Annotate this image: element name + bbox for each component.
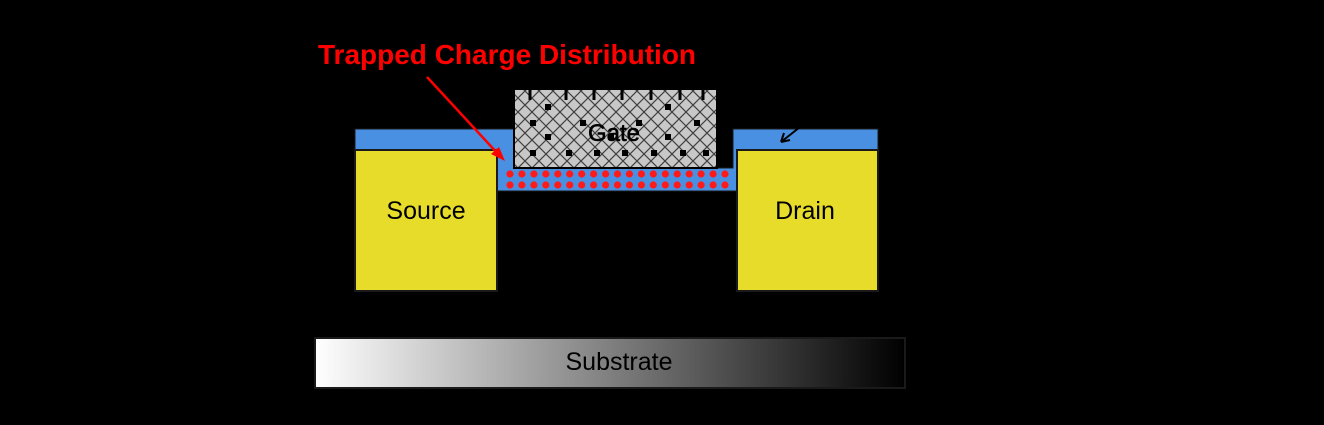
trapped-charge <box>530 181 538 189</box>
trapped-charge <box>625 170 634 178</box>
trapped-charge-dots <box>506 170 729 189</box>
trapped-charge <box>709 170 717 178</box>
annotation-arrow-head <box>491 147 505 161</box>
trapped-charge <box>602 170 610 178</box>
trapped-charge <box>709 181 717 189</box>
trapped-charge <box>554 181 562 189</box>
gate-label: Gate <box>588 120 640 147</box>
trapped-charge <box>578 181 586 189</box>
trapped-charge <box>554 170 562 178</box>
substrate-label: Substrate <box>565 348 672 376</box>
trapped-charge <box>578 170 586 178</box>
trapped-charge <box>613 170 622 178</box>
trapped-charge <box>530 170 538 178</box>
trapped-charge <box>625 181 634 189</box>
trapped-charge <box>637 181 646 189</box>
trapped-charge <box>602 181 610 189</box>
trapped-charge <box>661 181 669 189</box>
trapped-charge <box>697 170 705 178</box>
gate-contact-ticks <box>528 89 705 100</box>
source-region <box>354 149 498 292</box>
source-label: Source <box>386 197 465 225</box>
trapped-charge <box>721 181 729 189</box>
substrate <box>314 337 906 389</box>
trapped-charge <box>661 170 669 178</box>
gate-dopant-dots <box>530 104 709 156</box>
trapped-charge <box>566 181 574 189</box>
drain-region <box>736 149 879 292</box>
trapped-charge <box>518 181 526 189</box>
trapped-charge <box>649 181 657 189</box>
trapped-charge <box>697 181 705 189</box>
trapped-charge <box>542 181 550 189</box>
trapped-charge <box>649 170 657 178</box>
trapped-charge <box>613 181 622 189</box>
trapped-charge <box>721 170 729 178</box>
drain-label: Drain <box>775 197 835 225</box>
trapped-charge <box>685 181 693 189</box>
trapped-charge <box>590 170 598 178</box>
annotation-arrow <box>426 76 500 156</box>
trapped-charge <box>685 170 693 178</box>
trapped-charge-annotation: Trapped Charge Distribution <box>318 39 696 70</box>
trapped-charge <box>506 181 514 189</box>
trapped-charge <box>518 170 526 178</box>
trapped-charge <box>542 170 550 178</box>
trapped-charge <box>566 170 574 178</box>
trapped-charge <box>673 181 681 189</box>
oxide-pointer-arrow <box>780 126 801 143</box>
trapped-charge <box>590 181 598 189</box>
trapped-charge <box>506 170 514 178</box>
trapped-charge <box>637 170 646 178</box>
trapped-charge <box>673 170 681 178</box>
